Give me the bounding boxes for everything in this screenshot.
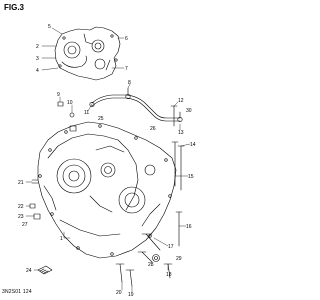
callout-1: 1 xyxy=(60,236,63,242)
callout-6: 6 xyxy=(125,36,128,42)
callout-10: 10 xyxy=(67,100,73,106)
callout-21: 21 xyxy=(18,180,24,186)
oil-pipe xyxy=(89,87,183,123)
diagram-code: 3N2S01 124 xyxy=(2,289,32,295)
callout-8: 8 xyxy=(128,80,131,86)
figure-title: FIG.3 xyxy=(4,3,25,12)
callout-16: 16 xyxy=(186,224,192,230)
crankcase-bolts xyxy=(115,105,185,287)
callout-9: 9 xyxy=(57,92,60,98)
exploded-view-drawing: 1 2 3 4 5 6 7 8 9 10 11 12 13 14 15 16 1… xyxy=(18,24,196,298)
callout-5: 5 xyxy=(48,24,51,30)
callout-11: 11 xyxy=(84,110,89,116)
callout-17: 17 xyxy=(168,244,174,250)
leader-lines xyxy=(25,27,191,293)
callout-28: 28 xyxy=(148,262,154,268)
callout-20: 20 xyxy=(116,290,122,296)
callout-22: 22 xyxy=(18,204,24,210)
callout-7: 7 xyxy=(125,66,128,72)
callout-25: 25 xyxy=(98,116,104,122)
callout-4: 4 xyxy=(36,68,39,74)
crankcase-half-inner-view xyxy=(54,26,121,81)
callout-26: 26 xyxy=(150,126,156,132)
callout-3: 3 xyxy=(36,56,39,62)
callout-24: 24 xyxy=(26,268,32,274)
crankcase-assembly xyxy=(37,121,177,259)
parts-diagram: FIG.3 xyxy=(2,3,196,298)
callout-12: 12 xyxy=(178,98,184,104)
callout-14: 14 xyxy=(190,142,196,148)
callout-29: 29 xyxy=(176,256,182,262)
callout-18: 18 xyxy=(166,272,172,278)
callout-19: 19 xyxy=(128,292,134,298)
callout-13: 13 xyxy=(178,130,184,136)
callout-15: 15 xyxy=(188,174,194,180)
callout-30: 30 xyxy=(186,108,192,114)
callout-23: 23 xyxy=(18,214,24,220)
gasket xyxy=(37,265,53,275)
callout-27: 27 xyxy=(22,222,28,228)
callout-labels: 1 2 3 4 5 6 7 8 9 10 11 12 13 14 15 16 1… xyxy=(18,24,196,298)
callout-2: 2 xyxy=(36,44,39,50)
